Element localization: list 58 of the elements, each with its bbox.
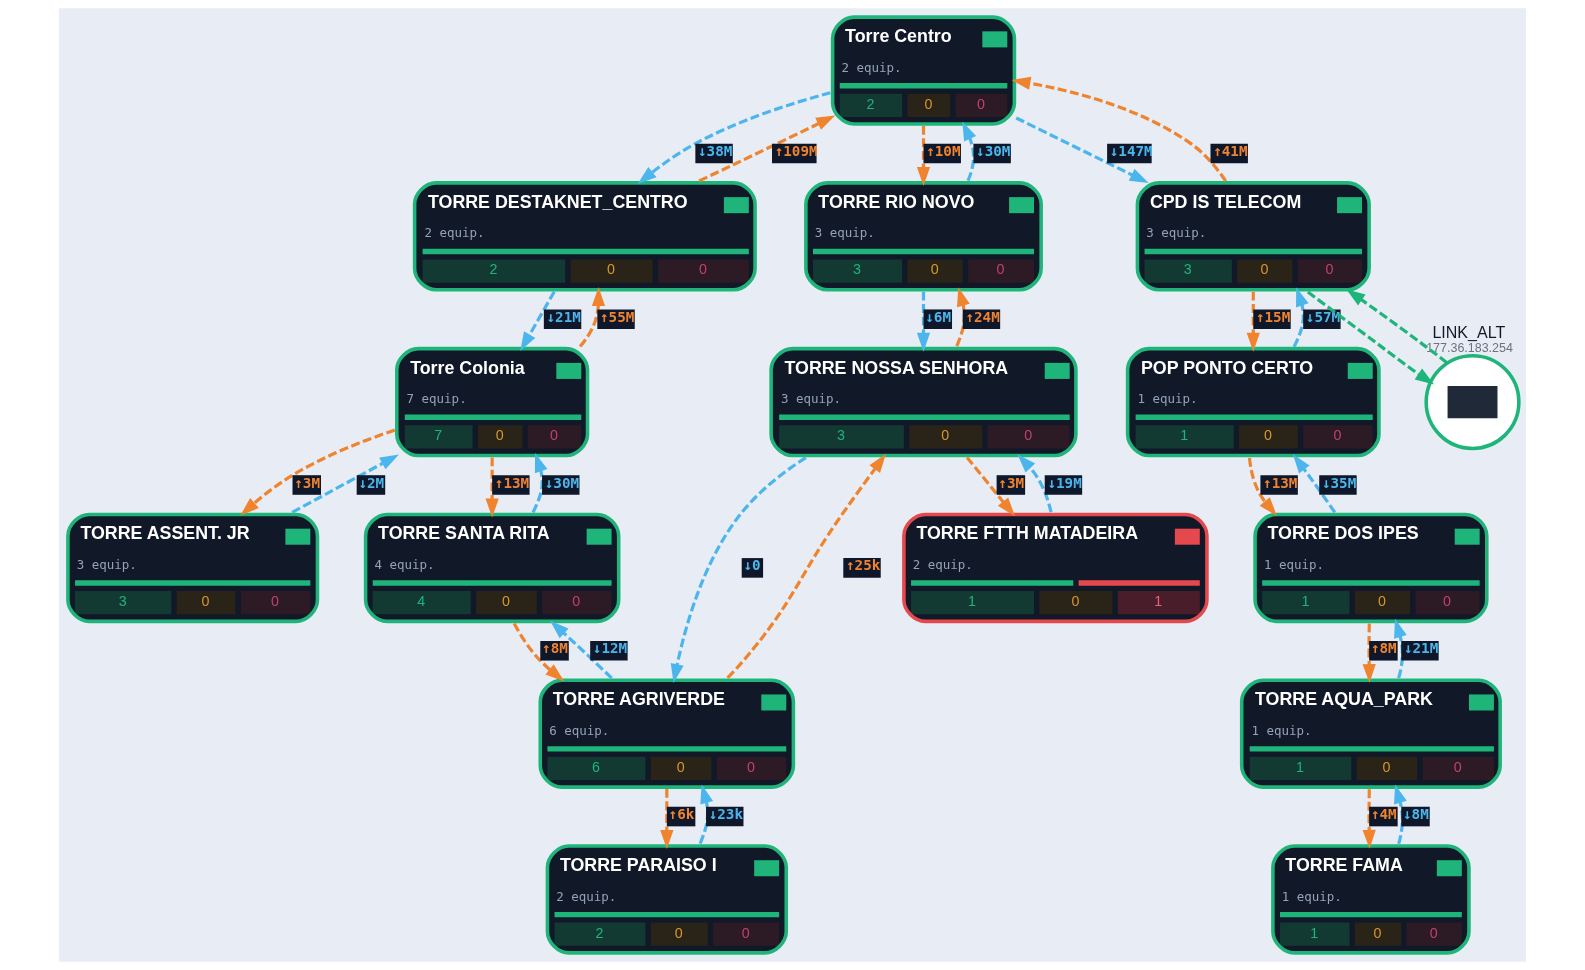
arrow	[916, 125, 931, 186]
arrow	[520, 290, 556, 352]
edge-label: ↑13M	[494, 474, 530, 491]
edge-label: ↓12M	[592, 640, 628, 657]
edge-label: ↑13M	[1263, 474, 1298, 491]
arrow	[670, 456, 807, 683]
arrow	[1292, 454, 1337, 514]
edge-label: ↓30M	[544, 474, 580, 491]
arrow	[550, 620, 613, 680]
arrow	[1015, 116, 1149, 184]
edge-label: ↓57M	[1305, 308, 1341, 325]
arrow	[916, 291, 931, 352]
arrow	[1247, 457, 1277, 516]
edge-label: ↑41M	[1213, 142, 1248, 159]
edge-label: ↑8M	[1370, 640, 1397, 657]
edge-label: ↑55M	[599, 308, 635, 325]
edge-label: ↑15M	[1255, 308, 1291, 325]
arrow	[240, 428, 396, 516]
arrow	[1362, 789, 1376, 849]
edge-label: ↓35M	[1321, 474, 1357, 491]
node-label: 177.36.183.254	[1426, 340, 1513, 355]
edge-label: ↓21M	[1403, 640, 1439, 657]
edge-label: ↓0	[743, 557, 761, 574]
edge-label: ↑24M	[965, 308, 1000, 325]
arrow	[512, 622, 565, 682]
edge-label: ↑8M	[542, 640, 568, 657]
edge-label: ↓19M	[1047, 474, 1082, 491]
arrow	[698, 115, 836, 183]
edge-label: ↓147M	[1109, 142, 1153, 159]
arrow	[1362, 623, 1376, 683]
arrow	[1017, 454, 1053, 513]
arrow	[1346, 289, 1448, 364]
arrow	[637, 91, 831, 185]
edge-label: ↓6M	[925, 308, 952, 325]
node-label: LINK_ALT	[1432, 323, 1506, 342]
arrow	[1394, 784, 1407, 845]
edge-label: ↑109M	[774, 142, 818, 159]
edge-label: ↑25k	[845, 557, 881, 574]
arrow	[485, 457, 499, 518]
arrow	[1246, 291, 1260, 352]
edge-label: ↓8M	[1403, 806, 1429, 823]
edge-label: ↑3M	[998, 474, 1025, 491]
edge-label: ↑3M	[294, 474, 321, 491]
edge-label: ↑4M	[1370, 806, 1397, 823]
arrow	[726, 453, 886, 679]
arrow	[965, 456, 1015, 517]
edge-label: ↓30M	[976, 142, 1011, 159]
edge-label: ↓21M	[546, 308, 581, 325]
edge-label: ↓38M	[698, 142, 733, 159]
arrow	[660, 789, 674, 849]
arrow	[1394, 618, 1407, 679]
node-circle	[1424, 354, 1521, 451]
edge-label: ↑10M	[926, 142, 961, 159]
arrow	[1011, 76, 1228, 182]
edge-label: ↓2M	[358, 474, 385, 491]
edge-label: ↑6k	[668, 806, 695, 823]
edge-label: ↓23k	[708, 806, 744, 823]
arrow	[1306, 290, 1434, 385]
